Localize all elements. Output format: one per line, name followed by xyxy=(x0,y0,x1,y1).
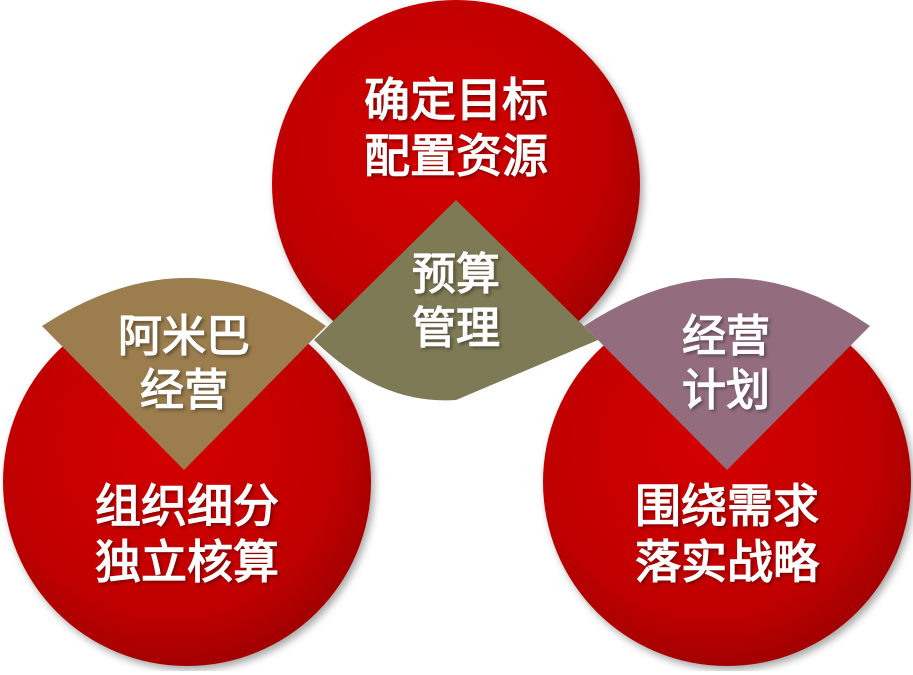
top-circle-line2: 配置资源 xyxy=(364,129,548,184)
top-circle xyxy=(272,0,640,368)
top-circle-line1: 确定目标 xyxy=(364,73,548,127)
center-overlap-label: 预算 管理 xyxy=(366,248,546,355)
left-overlap-label: 阿米巴 经营 xyxy=(84,310,284,417)
right-overlap-wedge xyxy=(584,278,870,470)
center-overlap-line1: 预算 xyxy=(412,249,500,300)
right-circle-line1: 围绕需求 xyxy=(635,479,819,533)
right-circle-label: 围绕需求 落实战略 xyxy=(617,478,837,590)
left-overlap-line1: 阿米巴 xyxy=(118,311,250,362)
left-circle-line2: 独立核算 xyxy=(95,535,279,590)
right-circle-line2: 落实战略 xyxy=(635,535,819,590)
left-overlap-line2: 经营 xyxy=(140,364,228,416)
left-circle-line1: 组织细分 xyxy=(95,479,279,533)
top-circle-label: 确定目标 配置资源 xyxy=(346,72,566,184)
right-circle xyxy=(543,298,911,666)
center-overlap-wedge xyxy=(314,200,598,401)
right-overlap-label: 经营 计划 xyxy=(636,310,816,417)
left-circle-label: 组织细分 独立核算 xyxy=(77,478,297,590)
center-overlap-line2: 管理 xyxy=(412,302,500,354)
left-circle xyxy=(3,298,371,666)
right-overlap-line1: 经营 xyxy=(682,311,770,362)
right-overlap-line2: 计划 xyxy=(682,364,770,416)
left-overlap-wedge xyxy=(42,278,326,470)
